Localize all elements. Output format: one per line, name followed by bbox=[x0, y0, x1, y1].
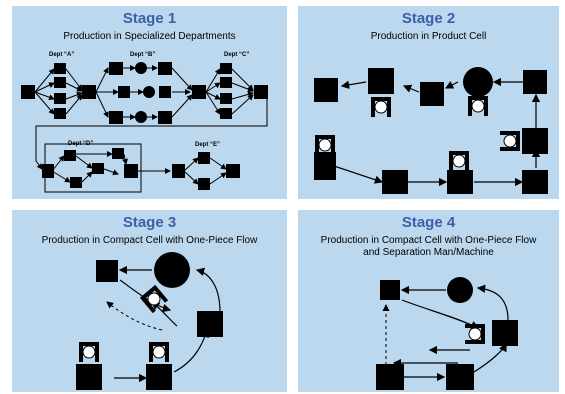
dept-e-machine bbox=[198, 152, 210, 164]
dept-a-label: Dept “A” bbox=[49, 52, 75, 58]
compact-cell-machine bbox=[96, 260, 118, 282]
compact-cell-machine bbox=[380, 280, 400, 300]
dept-b-machine bbox=[158, 111, 172, 124]
stage-3-machines bbox=[76, 252, 223, 390]
dept-b-round-machine bbox=[143, 86, 155, 98]
dept-e-label: Dept “E” bbox=[195, 142, 221, 148]
stage-4-panel: Stage 4 Production in Compact Cell with … bbox=[298, 210, 559, 392]
product-cell-machine bbox=[522, 170, 548, 194]
dept-d-machine bbox=[112, 148, 124, 159]
dept-e-machine bbox=[172, 164, 185, 178]
compact-cell-machine bbox=[76, 364, 102, 390]
stage-4-subtitle-line2: and Separation Man/Machine bbox=[363, 247, 494, 258]
operator-icon bbox=[465, 324, 485, 344]
dept-a-machine bbox=[54, 93, 66, 104]
source-machine bbox=[21, 85, 35, 99]
operator-return-path bbox=[106, 301, 163, 331]
operator-icon bbox=[468, 96, 488, 116]
dept-e-machine bbox=[226, 164, 240, 178]
compact-cell-machine bbox=[492, 320, 518, 346]
stage-1-panel: Stage 1 Production in Specialized Depart… bbox=[12, 6, 287, 199]
dept-a-machine bbox=[54, 63, 66, 74]
compact-cell-machine bbox=[376, 364, 404, 390]
compact-cell-machine bbox=[446, 364, 474, 390]
stage-4-subtitle-line1: Production in Compact Cell with One-Piec… bbox=[320, 235, 537, 246]
stage-3-panel: Stage 3 Production in Compact Cell with … bbox=[12, 210, 287, 392]
stage-1-title: Stage 1 bbox=[122, 10, 177, 27]
dept-b-machine bbox=[158, 62, 172, 75]
dept-c-machine bbox=[220, 93, 232, 104]
product-cell-machine bbox=[314, 152, 336, 180]
stage-2-machines bbox=[314, 67, 548, 194]
round-machine bbox=[447, 277, 473, 303]
dept-d-machine bbox=[124, 164, 138, 178]
stage-4-diagram bbox=[376, 277, 518, 390]
dept-b-label: Dept “B” bbox=[130, 52, 156, 58]
operator-icon bbox=[371, 97, 391, 117]
stage-1-flow-lines bbox=[34, 65, 268, 185]
dept-d-machine bbox=[70, 177, 82, 188]
dept-d-machine bbox=[92, 163, 104, 174]
product-cell-machine bbox=[447, 170, 473, 194]
stage-4-flow-lines bbox=[392, 284, 509, 382]
operator-icon bbox=[139, 284, 169, 314]
dept-a-machine bbox=[54, 108, 66, 119]
dept-b-machine bbox=[109, 62, 123, 75]
round-machine bbox=[463, 67, 493, 97]
dept-c-machine bbox=[220, 77, 232, 88]
dept-c-machine bbox=[220, 63, 232, 74]
collector-machine bbox=[254, 85, 268, 99]
stage-4-machines bbox=[376, 277, 518, 390]
collector-machine bbox=[82, 85, 96, 99]
compact-cell-machine bbox=[197, 311, 223, 337]
stage-3-title: Stage 3 bbox=[122, 214, 177, 231]
stage-2-title: Stage 2 bbox=[401, 10, 456, 27]
stage-3-diagram bbox=[76, 252, 223, 390]
stage-2-flow-lines bbox=[327, 77, 541, 187]
collector-machine bbox=[192, 85, 206, 99]
dept-d-machine bbox=[64, 150, 76, 161]
dept-c-label: Dept “C” bbox=[224, 52, 250, 58]
operator-icon bbox=[449, 151, 469, 171]
stage-4-title: Stage 4 bbox=[401, 214, 456, 231]
stage-4-operators bbox=[465, 324, 485, 344]
product-cell-machine bbox=[314, 78, 338, 102]
product-cell-machine bbox=[522, 128, 548, 154]
dept-b-machine bbox=[109, 111, 123, 124]
stage-1-diagram bbox=[21, 62, 268, 193]
product-cell-machine bbox=[368, 68, 394, 94]
product-cell-machine bbox=[382, 170, 408, 194]
dept-b-machine bbox=[118, 86, 130, 98]
operator-icon bbox=[500, 131, 520, 151]
compact-cell-machine bbox=[146, 364, 172, 390]
stage-3-operators bbox=[79, 284, 169, 362]
operator-icon bbox=[149, 342, 169, 362]
dept-a-machine bbox=[54, 77, 66, 88]
dept-b-round-machine bbox=[135, 62, 147, 74]
dept-d-machine bbox=[42, 164, 54, 178]
dept-b-machine bbox=[159, 86, 171, 98]
operator-icon bbox=[315, 135, 335, 155]
product-cell-machine bbox=[420, 82, 444, 106]
dept-e-machine bbox=[198, 178, 210, 190]
stage-3-subtitle: Production in Compact Cell with One-Piec… bbox=[41, 235, 258, 246]
stage-2-subtitle: Production in Product Cell bbox=[370, 31, 487, 42]
operator-icon bbox=[79, 342, 99, 362]
stage-1-machines bbox=[21, 62, 268, 190]
stage-2-operators bbox=[315, 96, 520, 171]
stage-2-panel: Stage 2 Production in Product Cell bbox=[298, 6, 559, 199]
dept-b-round-machine bbox=[135, 111, 147, 123]
dept-c-machine bbox=[220, 108, 232, 119]
product-cell-machine bbox=[523, 70, 547, 94]
stage-1-subtitle: Production in Specialized Departments bbox=[63, 31, 236, 42]
round-machine bbox=[154, 252, 190, 288]
stage-2-diagram bbox=[314, 67, 548, 194]
